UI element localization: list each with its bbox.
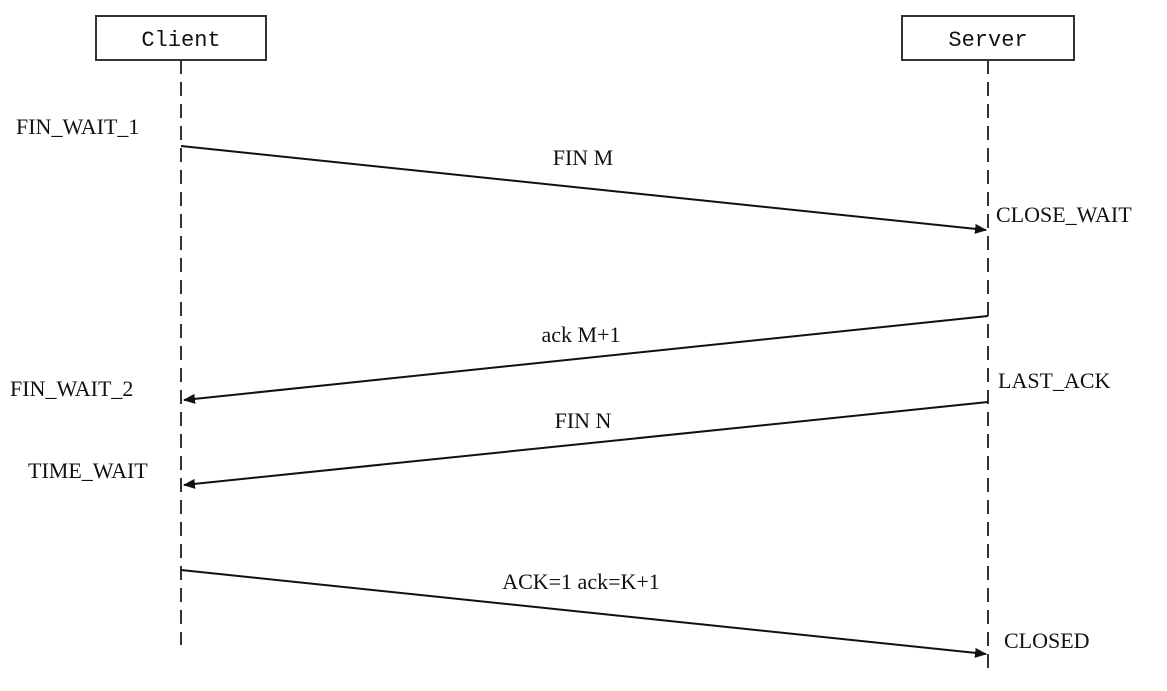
state-last-ack: LAST_ACK: [998, 368, 1111, 393]
state-closed: CLOSED: [1004, 628, 1090, 653]
state-close-wait: CLOSE_WAIT: [996, 202, 1132, 227]
message-arrow-final-ack: [180, 569, 987, 658]
message-label-ack-m1: ack M+1: [542, 322, 621, 347]
server-box: [901, 15, 1075, 61]
state-fin-wait-1: FIN_WAIT_1: [16, 114, 139, 139]
client-participant: Client: [95, 15, 267, 61]
state-time-wait: TIME_WAIT: [28, 458, 148, 483]
client-label: Client: [141, 28, 220, 53]
message-arrow-fin-n: [183, 401, 989, 489]
server-label: Server: [948, 28, 1027, 53]
client-box: [95, 15, 267, 61]
message-arrow-fin-m: [180, 145, 987, 234]
state-fin-wait-2: FIN_WAIT_2: [10, 376, 133, 401]
message-arrow-ack-m1: [183, 315, 989, 404]
message-label-final-ack: ACK=1 ack=K+1: [502, 569, 660, 594]
server-participant: Server: [901, 15, 1075, 61]
message-label-fin-n: FIN N: [555, 408, 612, 433]
message-label-fin-m: FIN M: [553, 145, 614, 170]
